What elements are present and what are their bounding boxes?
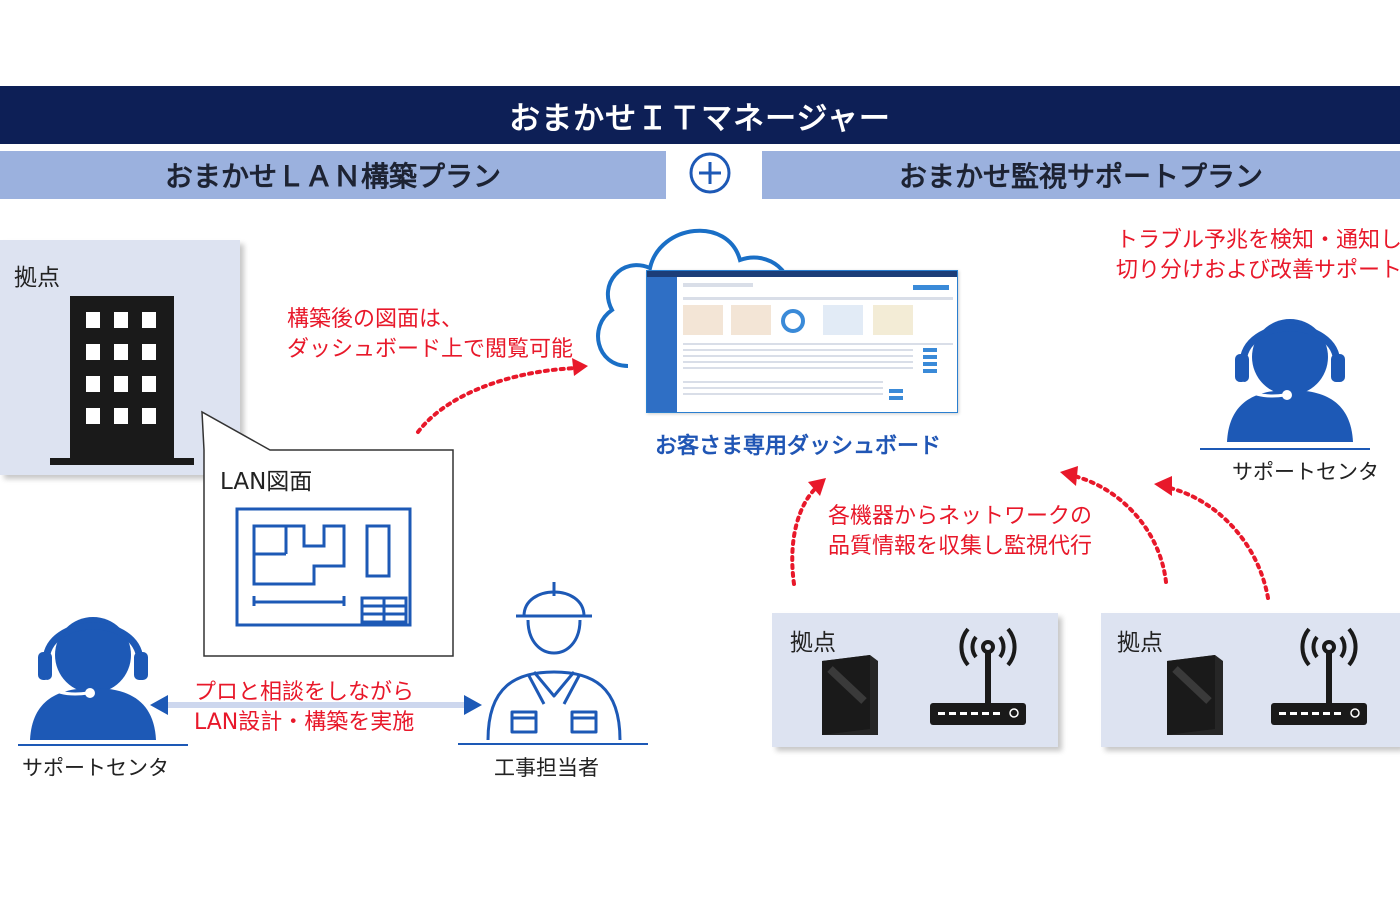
dashboard-sidebar [647,277,677,412]
lan-drawing-label: LAN図面 [220,469,313,495]
floorplan-icon [235,507,412,627]
note-trouble-support: トラブル予兆を検知・通知し、 切り分けおよび改善サポート [1116,226,1400,286]
main-title: おまかせＩＴマネージャー [509,100,891,137]
dashboard-content-icon [683,283,953,400]
dashboard-label: お客さま専用ダッシュボード [655,434,942,459]
lan-drawing-bubble [201,410,454,657]
dashboard-screen [646,270,958,413]
site-panel-left: 拠点 [0,240,240,475]
plus-icon [689,152,731,194]
monitor-plan-bar: おまかせ監視サポートプラン [762,151,1400,199]
site-label: 拠点 [14,265,60,291]
site1-label: 拠点 [790,630,836,656]
site-panel-1: 拠点 [772,613,1058,747]
site2-label: 拠点 [1117,630,1163,656]
note-collect-quality: 各機器からネットワークの 品質情報を収集し監視代行 [828,502,1092,562]
note-drawing-line2: ダッシュボード上で閲覧可能 [287,337,574,362]
arrow-site1-to-dashboard [790,478,826,586]
note-drawing-line1: 構築後の図面は、 [287,307,464,332]
note-consult-line2: LAN設計・構築を実施 [194,710,415,735]
wifi-router-icon-1 [930,627,1026,725]
note-trouble-line2: 切り分けおよび改善サポート [1116,258,1400,283]
monitor-plan-label: おまかせ監視サポートプラン [898,160,1263,193]
server-box-icon-1 [822,655,878,735]
building-icon [50,296,194,465]
arrow-site2-to-dashboard [1060,466,1168,584]
arrow-support-to-sites [1154,476,1270,600]
server-box-icon-2 [1167,655,1223,735]
support-center-label-right: サポートセンタ [1232,460,1379,484]
site-panel-2: 拠点 [1101,613,1400,747]
note-drawing-viewable: 構築後の図面は、 ダッシュボード上で閲覧可能 [287,305,573,365]
note-collect-line1: 各機器からネットワークの [828,504,1093,529]
wifi-router-icon-2 [1271,627,1367,725]
note-consult-line1: プロと相談をしながら [194,680,415,705]
dashboard-topbar [647,271,957,277]
lan-plan-label: おまかせＬＡＮ構築プラン [164,160,501,193]
note-collect-line2: 品質情報を収集し監視代行 [828,534,1093,559]
lan-plan-bar: おまかせＬＡＮ構築プラン [0,151,666,199]
note-consult: プロと相談をしながら LAN設計・構築を実施 [194,678,414,738]
support-operator-icon-right [1200,319,1370,450]
support-center-label-left: サポートセンタ [22,756,169,780]
main-title-banner: おまかせＩＴマネージャー [0,86,1400,144]
note-trouble-line1: トラブル予兆を検知・通知し、 [1116,228,1400,253]
construction-worker-icon [458,582,648,745]
arrow-drawing-to-dashboard [416,358,588,434]
support-operator-icon-left [18,617,188,746]
consult-double-arrow [150,695,482,715]
worker-label: 工事担当者 [494,756,599,780]
